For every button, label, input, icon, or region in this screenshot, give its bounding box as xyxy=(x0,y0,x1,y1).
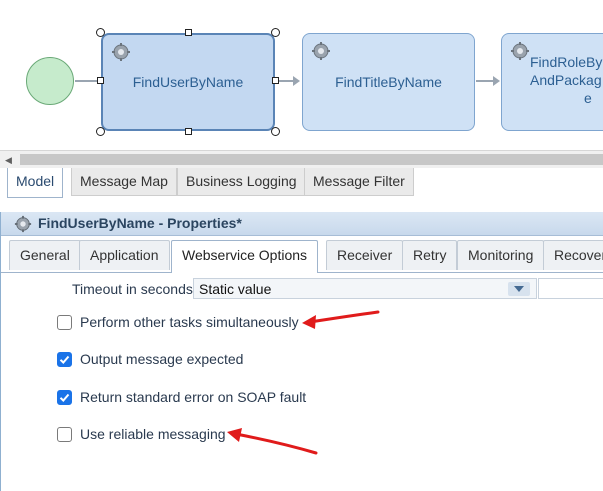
task-find-user-by-name[interactable]: FindUserByName xyxy=(101,33,275,131)
scrollbar-thumb[interactable] xyxy=(20,154,603,165)
sequence-flow[interactable] xyxy=(476,80,494,82)
checkbox[interactable] xyxy=(57,390,72,405)
resize-handle[interactable] xyxy=(271,28,280,37)
task-label-line: FindRoleBy xyxy=(530,54,603,70)
properties-header: FindUserByName - Properties* xyxy=(1,212,603,236)
task-find-role-by-and-package[interactable]: FindRoleBy AndPackag e xyxy=(501,33,603,131)
sequence-flow[interactable] xyxy=(75,80,99,82)
flow-arrowhead xyxy=(293,76,300,86)
timeout-select[interactable]: Static value xyxy=(193,278,537,299)
scroll-left-icon[interactable]: ◀ xyxy=(5,155,12,165)
tab-model[interactable]: Model xyxy=(7,168,64,198)
task-label: FindTitleByName xyxy=(335,74,442,90)
editor-tab-bar: Model Message Map Business Logging Messa… xyxy=(0,168,603,200)
checkbox-label: Output message expected xyxy=(80,351,244,367)
resize-handle[interactable] xyxy=(185,29,192,36)
task-label-line: AndPackag xyxy=(530,72,602,88)
checkbox-label: Perform other tasks simultaneously xyxy=(80,314,299,330)
resize-handle[interactable] xyxy=(185,128,192,135)
timeout-value-input[interactable] xyxy=(538,278,603,299)
tab-application[interactable]: Application xyxy=(79,240,170,270)
resize-handle[interactable] xyxy=(97,77,104,84)
timeout-label: Timeout in seconds xyxy=(72,281,193,297)
annotation-arrow xyxy=(227,428,318,455)
task-label: FindUserByName xyxy=(132,74,244,90)
tab-receiver[interactable]: Receiver xyxy=(326,240,404,270)
tab-monitoring[interactable]: Monitoring xyxy=(457,240,545,270)
check-icon xyxy=(59,355,70,364)
flow-arrowhead xyxy=(493,76,500,86)
tab-retry[interactable]: Retry xyxy=(402,240,458,270)
process-canvas[interactable]: FindUserByName FindTitleByName xyxy=(0,0,603,150)
tab-webservice-options[interactable]: Webservice Options xyxy=(171,240,319,273)
properties-title: FindUserByName - Properties* xyxy=(38,215,242,231)
sequence-flow[interactable] xyxy=(279,80,293,82)
gear-icon xyxy=(511,42,529,60)
tab-business-logging[interactable]: Business Logging xyxy=(177,168,306,196)
task-find-title-by-name[interactable]: FindTitleByName xyxy=(302,33,475,131)
checkbox[interactable] xyxy=(57,427,72,442)
gear-icon xyxy=(312,42,330,60)
tab-message-map[interactable]: Message Map xyxy=(71,168,177,196)
properties-panel: FindUserByName - Properties* General App… xyxy=(0,212,603,491)
resize-handle[interactable] xyxy=(272,77,279,84)
task-label-line: e xyxy=(584,90,592,106)
tab-recover[interactable]: Recover xyxy=(543,240,603,270)
check-icon xyxy=(59,393,70,402)
resize-handle[interactable] xyxy=(96,28,105,37)
checkbox-label: Use reliable messaging xyxy=(80,426,226,442)
properties-tab-bar: General Application Webservice Options R… xyxy=(1,238,603,273)
timeout-select-value: Static value xyxy=(199,281,272,297)
checkbox[interactable] xyxy=(57,352,72,367)
tab-general[interactable]: General xyxy=(9,240,81,270)
chevron-down-icon[interactable] xyxy=(508,282,530,296)
checkbox-label: Return standard error on SOAP fault xyxy=(80,389,307,405)
gear-icon xyxy=(112,43,130,61)
checkbox[interactable] xyxy=(57,315,72,330)
tab-message-filter[interactable]: Message Filter xyxy=(304,168,414,196)
horizontal-scrollbar[interactable]: ◀ xyxy=(0,150,603,168)
annotation-arrow xyxy=(302,310,380,329)
start-event[interactable] xyxy=(26,57,74,105)
resize-handle[interactable] xyxy=(271,127,280,136)
gear-icon xyxy=(14,215,32,233)
resize-handle[interactable] xyxy=(96,127,105,136)
